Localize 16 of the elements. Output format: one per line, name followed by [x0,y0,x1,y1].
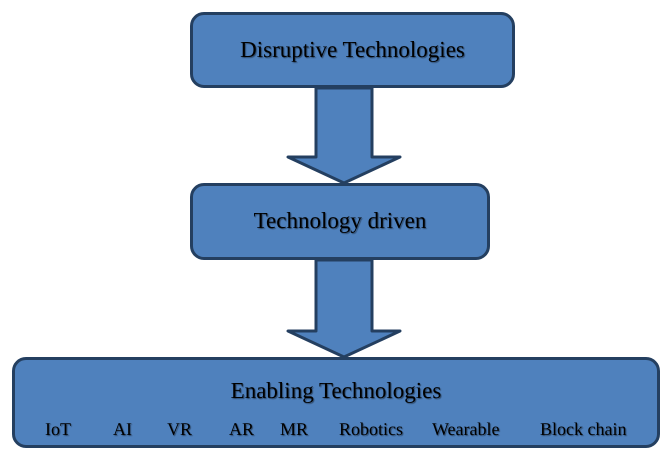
technology-item: IoT [45,418,71,441]
block-arrow [286,258,402,358]
technology-item: AI [113,418,132,441]
technology-item: Wearable [432,418,500,441]
technology-item: MR [280,418,308,441]
technology-item: AR [229,418,254,441]
box-title: Enabling Technologies [230,377,442,405]
box-title: Disruptive Technologies [240,36,465,64]
process-box [190,12,515,88]
block-arrow [286,86,402,184]
process-box [190,183,490,260]
technology-item: Block chain [540,418,626,441]
technology-item: Robotics [339,418,404,441]
box-title: Technology driven [254,207,426,236]
process-box [12,357,660,448]
technology-item: VR [167,418,192,441]
